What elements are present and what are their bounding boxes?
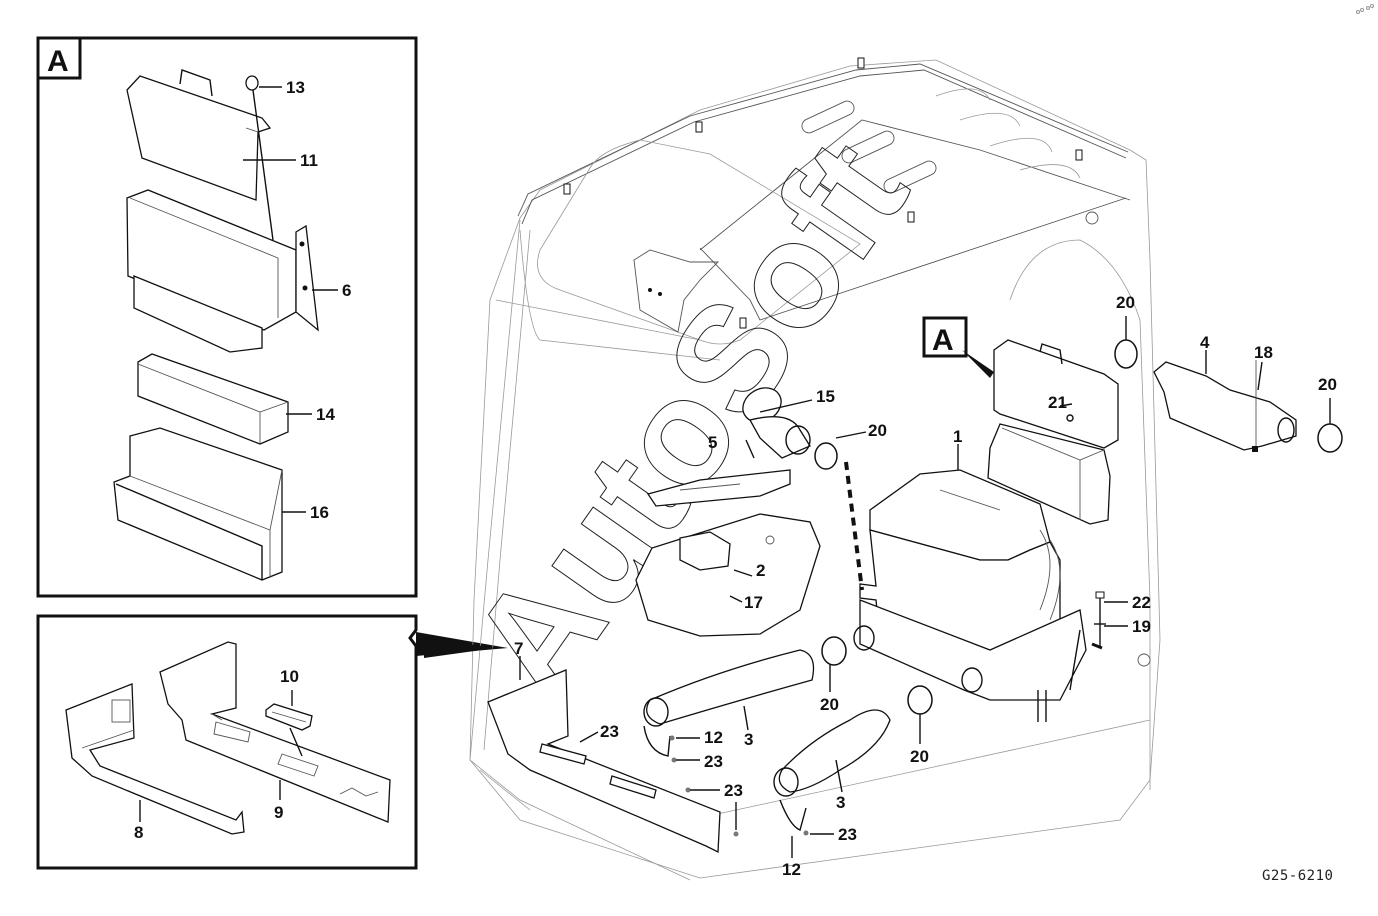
- detail-a-tag-box: [36, 36, 82, 80]
- leader-lines: [519, 316, 1331, 858]
- callout-labels: 1 2 17 5 15 20 20 4 18 20 21 22 19 20 20…: [514, 293, 1337, 879]
- callout-19: 19: [1132, 617, 1151, 636]
- dashed-connection: [844, 461, 864, 591]
- part-8-trim: [65, 683, 245, 835]
- part-1-heater-unit: [853, 469, 1087, 722]
- detail-a-panel: A: [36, 36, 418, 598]
- callout-22: 22: [1132, 593, 1151, 612]
- part-22-bolt: [1091, 591, 1106, 650]
- part-6-housing: [126, 189, 319, 353]
- callout-12-upper: 12: [704, 728, 723, 747]
- callout-20-hose2: 20: [910, 747, 929, 766]
- callout-23-clip: 23: [704, 752, 723, 771]
- callout-20-blower: 20: [868, 421, 887, 440]
- part-13-knob: [245, 75, 274, 241]
- callout-20-hose1: 20: [820, 695, 839, 714]
- callout-1: 1: [953, 427, 962, 446]
- callout-2: 2: [756, 561, 765, 580]
- detail-7-frame: [36, 614, 418, 870]
- cab-frame: [469, 57, 1161, 881]
- callout-7: 7: [514, 639, 523, 658]
- callout-13: 13: [286, 78, 305, 97]
- part-17-blower: [635, 513, 821, 637]
- part-9-trim: [159, 641, 391, 823]
- callout-9: 9: [274, 803, 283, 822]
- callout-14: 14: [316, 405, 335, 424]
- callout-15: 15: [816, 387, 835, 406]
- callout-23-lower: 23: [838, 825, 857, 844]
- part-4-duct: [1153, 360, 1297, 452]
- part-15-hose: [742, 387, 811, 459]
- callout-5: 5: [708, 433, 717, 452]
- callout-11: 11: [300, 151, 318, 170]
- part-5-bracket: [646, 469, 791, 507]
- part-7-trim: [424, 638, 721, 854]
- drawing-reference-code: G25-6210: [1262, 868, 1334, 884]
- callout-3-lower: 3: [836, 793, 845, 812]
- callout-12-lower: 12: [782, 860, 801, 879]
- detail-a-on-cab: A: [922, 316, 1119, 525]
- callout-16: 16: [310, 503, 329, 522]
- corner-marks: [1356, 4, 1374, 14]
- part-14-filter: [137, 353, 289, 445]
- callout-20-right: 20: [1318, 375, 1337, 394]
- callout-23-screw: 23: [724, 781, 743, 800]
- callout-20-upper: 20: [1116, 293, 1135, 312]
- part-3-hoses: [643, 649, 891, 797]
- part-12-clips: [643, 725, 807, 831]
- detail-a-tag-cab: A: [932, 324, 954, 357]
- callout-6: 6: [342, 281, 351, 300]
- part-16-duct: [113, 427, 283, 581]
- detail-7-panel: 10 8 9: [36, 614, 508, 870]
- callout-10: 10: [280, 667, 299, 686]
- callout-8: 8: [134, 823, 143, 842]
- callout-18: 18: [1254, 343, 1273, 362]
- screws-23: [669, 735, 809, 837]
- callout-17: 17: [744, 593, 763, 612]
- detail-a-tag: A: [47, 45, 69, 78]
- callout-4: 4: [1200, 333, 1210, 352]
- callout-3-upper: 3: [744, 730, 753, 749]
- callout-23-trim: 23: [600, 722, 619, 741]
- part-11-lid: [126, 69, 272, 201]
- part-10-vent: [265, 690, 313, 757]
- detail-a-frame: [36, 36, 418, 598]
- callout-21: 21: [1048, 393, 1067, 412]
